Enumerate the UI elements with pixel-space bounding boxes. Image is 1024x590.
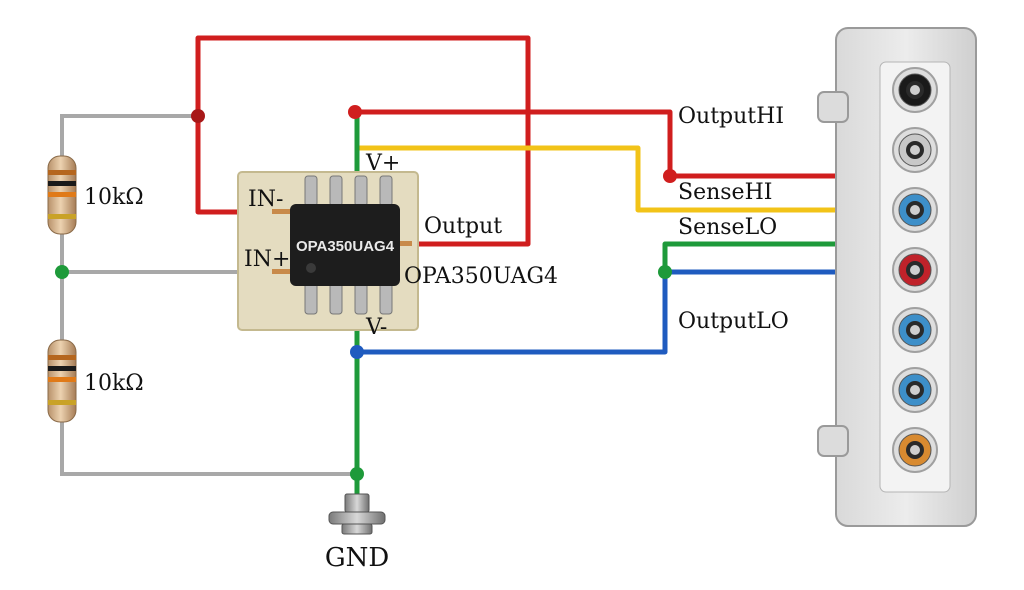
wire-bottom-divider: [60, 420, 356, 476]
output-hi-label: OutputHI: [678, 104, 784, 129]
orange-jack-icon: [892, 427, 938, 473]
in-plus-label: IN+: [244, 247, 290, 272]
white-jack-icon: [892, 127, 938, 173]
gnd-label: GND: [325, 543, 389, 573]
resistor-bottom-label: 10kΩ: [84, 371, 144, 396]
output-label: Output: [424, 214, 502, 239]
wire-feedback-loop: [195, 35, 531, 247]
resistor-top-label: 10kΩ: [84, 185, 144, 210]
in-minus-label: IN-: [248, 187, 283, 212]
resistor-bottom: [47, 339, 77, 423]
junction-dot: [191, 109, 205, 123]
junction-dot: [350, 467, 364, 481]
opamp-part-label: OPA350UAG4: [404, 264, 558, 289]
junction-dot: [658, 265, 672, 279]
red-wires: [195, 35, 850, 247]
sense-lo-label: SenseLO: [678, 215, 777, 240]
blue-jack-icon: [892, 187, 938, 233]
v-plus-label: V+: [365, 151, 400, 176]
wire-output-lo: [357, 269, 850, 355]
wire-output-hi: [355, 109, 850, 179]
red-jack-icon: [892, 247, 938, 293]
divider-wires: [60, 114, 356, 476]
output-lo-label: OutputLO: [678, 309, 789, 334]
black-jack-icon: [892, 67, 938, 113]
junction-dot: [663, 169, 677, 183]
blue-jack-icon: [892, 307, 938, 353]
junction-dot: [350, 345, 364, 359]
chip-marking: OPA350UAG4: [296, 238, 395, 255]
wire-top-divider: [60, 114, 198, 160]
opamp-chip: OPA350UAG4: [237, 171, 419, 331]
sense-hi-label: SenseHI: [678, 180, 772, 205]
v-minus-label: V-: [365, 315, 387, 340]
ground-terminal-icon: [328, 493, 386, 535]
wire-sense-hi: [354, 145, 850, 213]
green-wires: [354, 112, 850, 500]
junction-dot: [55, 265, 69, 279]
resistor-top: [47, 155, 77, 235]
blue-jack-icon: [892, 367, 938, 413]
junction-dot: [348, 105, 362, 119]
terminal-connector: [817, 27, 977, 527]
junction-dots: [55, 105, 677, 481]
